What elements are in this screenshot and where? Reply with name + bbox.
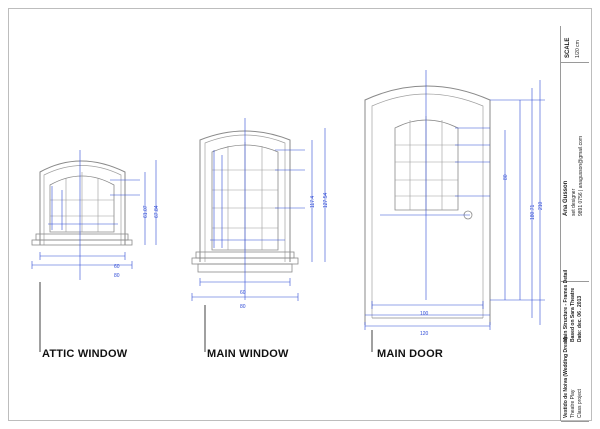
scale-value: 1/20 cm bbox=[575, 40, 581, 58]
project-title: Vestido de Noiva (Wedding Dress) bbox=[563, 336, 569, 418]
title-block-divider-3 bbox=[561, 421, 589, 422]
title-block-divider-1 bbox=[561, 62, 589, 63]
title-block-divider-2 bbox=[561, 281, 589, 282]
door-height-2: 180.71 bbox=[530, 204, 536, 220]
window-height-2: 127.54 bbox=[323, 192, 329, 208]
sheet-border bbox=[8, 8, 592, 421]
door-width-2: 120 bbox=[420, 331, 429, 337]
door-width-1: 100 bbox=[420, 311, 429, 317]
title-block: SCALE 1/20 cm Ana Gusson set designer 98… bbox=[560, 26, 589, 422]
author-name: Ana Gusson bbox=[563, 180, 569, 216]
attic-window-label: ATTIC WINDOW bbox=[42, 348, 128, 360]
sheet-date: Date: dec. 06 . 2013 bbox=[577, 295, 583, 342]
sheet-subtitle: Based on Sara Theatre bbox=[570, 287, 576, 342]
project-sub2: Class project bbox=[577, 389, 583, 418]
scale-label: SCALE bbox=[565, 37, 571, 58]
main-window-label: MAIN WINDOW bbox=[207, 348, 289, 360]
attic-height-2: 67.84 bbox=[154, 205, 160, 218]
attic-window-drawing bbox=[31, 150, 157, 280]
door-height-1: 80 bbox=[503, 174, 509, 180]
main-door-drawing bbox=[364, 70, 545, 330]
author-contact: 9891 0756 | anagusson@gmail.com bbox=[578, 135, 584, 216]
project-sub1: Theatre Play bbox=[570, 389, 576, 418]
attic-width-2: 80 bbox=[114, 273, 120, 279]
main-door-label: MAIN DOOR bbox=[377, 348, 443, 360]
window-width-1: 60 bbox=[240, 290, 246, 296]
attic-height-1: 61.07 bbox=[143, 205, 149, 218]
sheet-title: Main Structure - Frames Detail bbox=[563, 269, 569, 342]
author-role: set designer bbox=[571, 188, 577, 216]
attic-width-1: 60 bbox=[114, 264, 120, 270]
window-height-1: 117.4 bbox=[310, 195, 316, 208]
door-height-3: 210 bbox=[538, 201, 544, 210]
window-width-2: 80 bbox=[240, 304, 246, 310]
main-window-drawing bbox=[191, 118, 326, 301]
